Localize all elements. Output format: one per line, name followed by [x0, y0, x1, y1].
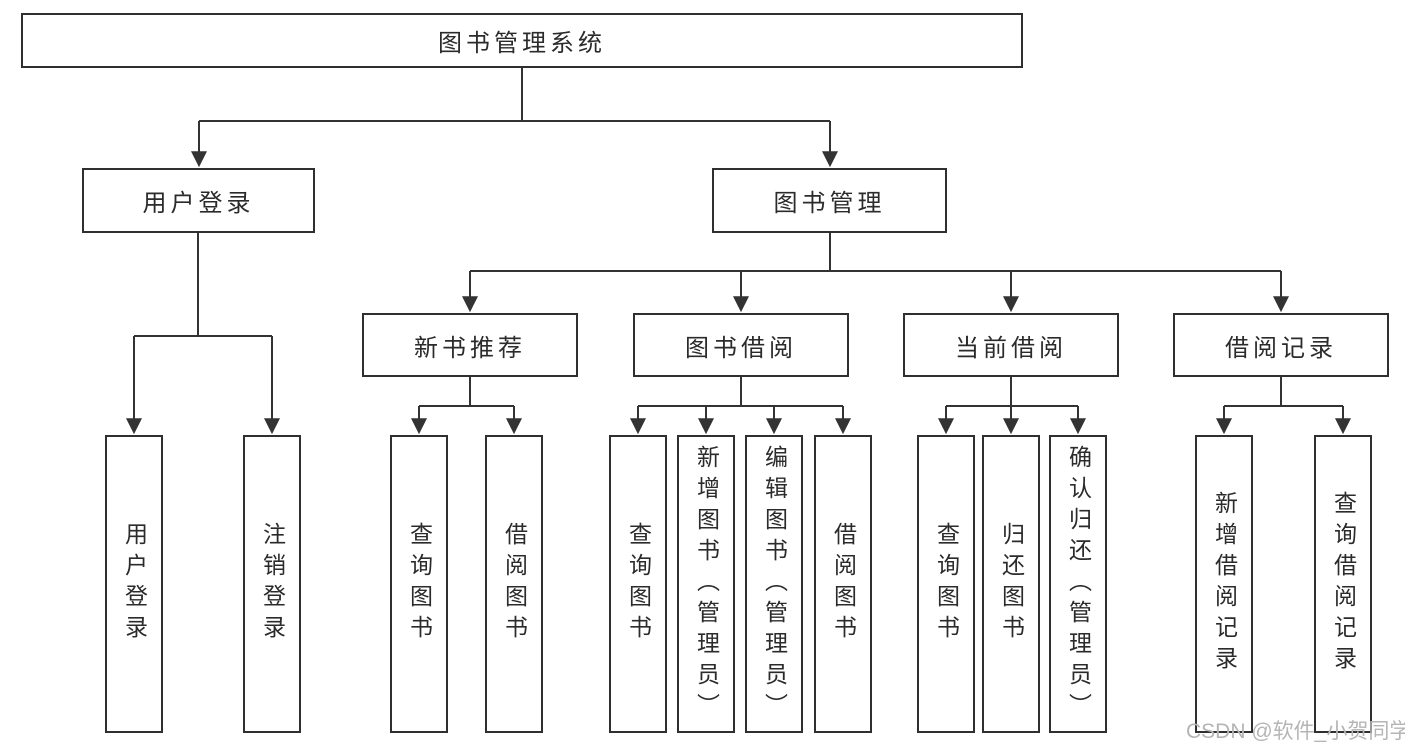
leaf-bb-borrow-books: 借阅图书 — [814, 435, 872, 733]
leaf-bb-edit-books-admin-label: 编辑图书（管理员） — [761, 444, 788, 724]
leaf-br-add-record: 新增借阅记录 — [1195, 435, 1253, 733]
leaf-bb-add-books-admin: 新增图书（管理员） — [677, 435, 735, 733]
node-new-book-recommend-label: 新书推荐 — [414, 334, 526, 362]
leaf-cb-confirm-return-admin-label: 确认归还（管理员） — [1065, 444, 1092, 724]
node-library-management-system: 图书管理系统 — [21, 13, 1023, 68]
leaf-cb-return-books-label: 归还图书 — [998, 522, 1025, 646]
leaf-cb-query-books: 查询图书 — [917, 435, 975, 733]
leaf-user-login: 用户登录 — [105, 435, 163, 733]
node-user-login-label: 用户登录 — [142, 190, 255, 217]
leaf-cb-query-books-label: 查询图书 — [933, 522, 960, 646]
node-library-management-system-label: 图书管理系统 — [438, 30, 606, 57]
node-new-book-recommend: 新书推荐 — [362, 313, 578, 377]
leaf-br-query-record-label: 查询借阅记录 — [1330, 491, 1357, 677]
leaf-logout-label: 注销登录 — [259, 522, 286, 646]
leaf-bb-query-books: 查询图书 — [609, 435, 667, 733]
leaf-rec-borrow-books-label: 借阅图书 — [501, 522, 528, 646]
leaf-bb-query-books-label: 查询图书 — [625, 522, 652, 646]
leaf-logout: 注销登录 — [243, 435, 301, 733]
leaf-br-add-record-label: 新增借阅记录 — [1211, 491, 1238, 677]
csdn-watermark: CSDN @软件_小贺同学 — [1186, 720, 1405, 743]
leaf-cb-confirm-return-admin: 确认归还（管理员） — [1049, 435, 1107, 733]
leaf-cb-return-books: 归还图书 — [982, 435, 1040, 733]
node-borrow-records: 借阅记录 — [1173, 313, 1389, 377]
node-current-borrowing-label: 当前借阅 — [955, 334, 1067, 362]
node-book-borrowing: 图书借阅 — [633, 313, 849, 377]
node-user-login: 用户登录 — [82, 168, 315, 233]
leaf-rec-query-books-label: 查询图书 — [406, 522, 433, 646]
node-borrow-records-label: 借阅记录 — [1225, 334, 1337, 362]
node-book-management-label: 图书管理 — [773, 190, 886, 217]
leaf-rec-borrow-books: 借阅图书 — [485, 435, 543, 733]
leaf-br-query-record: 查询借阅记录 — [1314, 435, 1372, 733]
leaf-user-login-label: 用户登录 — [121, 522, 148, 646]
leaf-bb-borrow-books-label: 借阅图书 — [830, 522, 857, 646]
node-book-management: 图书管理 — [712, 168, 947, 233]
node-book-borrowing-label: 图书借阅 — [685, 334, 797, 362]
node-current-borrowing: 当前借阅 — [903, 313, 1119, 377]
leaf-bb-add-books-admin-label: 新增图书（管理员） — [693, 444, 720, 724]
leaf-rec-query-books: 查询图书 — [390, 435, 448, 733]
leaf-bb-edit-books-admin: 编辑图书（管理员） — [745, 435, 803, 733]
